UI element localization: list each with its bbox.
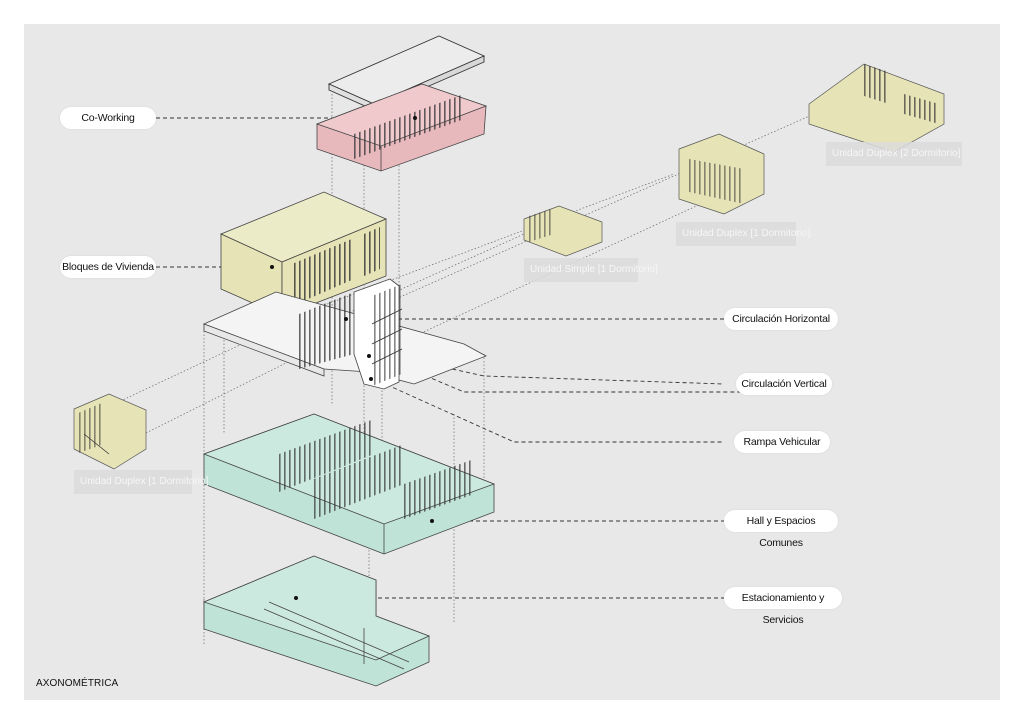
common-areas-volume [202, 413, 496, 555]
label-circulacion-vertical: Circulación Vertical [736, 373, 832, 395]
unit-label-duplex-1-right: Unidad Duplex [1 Dormitorio] [676, 222, 810, 246]
unit-simple-1-thumbnail [523, 205, 603, 257]
parking-volume [202, 555, 431, 687]
unit-label-simple-1: Unidad Simple [1 Dormitorio] [524, 258, 658, 282]
unit-label-duplex-1-left-text: Unidad Duplex [1 Dormitorio] [80, 476, 209, 487]
unit-duplex-1-left-thumbnail [73, 393, 147, 470]
unit-label-simple-1-text: Unidad Simple [1 Dormitorio] [530, 264, 658, 275]
label-rampa-vehicular: Rampa Vehicular [734, 431, 830, 453]
unit-duplex-2-thumbnail [808, 63, 945, 153]
unit-duplex-1-right-thumbnail [678, 133, 765, 215]
unit-label-duplex-1-left: Unidad Duplex [1 Dormitorio] [74, 470, 208, 494]
label-bloques-vivienda: Bloques de Vivienda [60, 256, 156, 278]
label-coworking: Co-Working [60, 107, 156, 129]
coworking-volume [315, 83, 488, 172]
unit-label-duplex-1-right-text: Unidad Duplex [1 Dormitorio] [682, 228, 811, 239]
housing-blocks-volume [219, 191, 388, 317]
label-circulacion-horizontal: Circulación Horizontal [724, 308, 838, 330]
drawing-title: AXONOMÉTRICA [36, 678, 119, 689]
unit-label-duplex-2-text: Unidad Duplex [2 Dormitorio] [832, 148, 961, 159]
label-hall-espacios-comunes: Hall y Espacios Comunes [724, 510, 838, 549]
axonometric-drawing [73, 35, 945, 687]
label-estacionamiento-servicios: Estacionamiento y Servicios [724, 587, 842, 626]
unit-label-duplex-2: Unidad Duplex [2 Dormitorio] [826, 142, 962, 166]
circulation-level [202, 278, 487, 390]
drawing-sheet: Unidad Duplex [2 Dormitorio] Unidad Dupl… [24, 24, 1000, 700]
